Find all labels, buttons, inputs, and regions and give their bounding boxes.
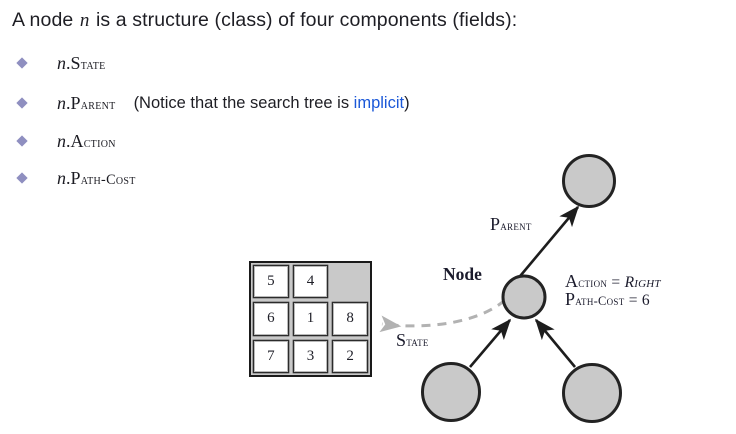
parent-node-circle [562, 154, 616, 208]
note-tail: ) [404, 93, 410, 112]
path-cost-label: Path-Cost = 6 [565, 289, 650, 310]
parent-note: (Notice that the search tree is implicit… [134, 94, 410, 113]
path-cost-value: 6 [641, 292, 650, 309]
title-suffix: is a structure (class) of four component… [90, 9, 518, 31]
field-name-first: P [70, 92, 81, 113]
list-item-action: n.Action [12, 128, 116, 154]
list-item-parent: n.Parent (Notice that the search tree is… [12, 90, 410, 116]
field-name-first: P [70, 167, 81, 188]
field-dot: . [66, 130, 71, 151]
bullet-text-path-cost: n.Path-Cost [57, 168, 136, 189]
puzzle-cell: 5 [251, 263, 291, 300]
edge-right-child-to-node [534, 318, 577, 368]
puzzle-cell: 8 [330, 300, 370, 337]
current-node-circle [501, 274, 547, 320]
action-label: Action = Right [565, 271, 661, 292]
field-owner-var: n [57, 92, 66, 113]
field-dot: . [66, 92, 71, 113]
parent-label: Parent [490, 214, 532, 235]
parent-label-rest: arent [500, 219, 532, 233]
state-label: State [396, 330, 429, 351]
bullet-text-action: n.Action [57, 131, 116, 152]
puzzle-tile: 7 [254, 340, 288, 372]
puzzle-cell: 6 [251, 300, 291, 337]
puzzle-tile: 8 [333, 303, 367, 335]
puzzle-cell-blank [330, 263, 370, 300]
field-owner-var: n [57, 130, 66, 151]
left-child-node-circle [421, 362, 481, 422]
field-dot: . [66, 52, 71, 73]
action-equals: = [607, 274, 625, 291]
puzzle-cell: 4 [291, 263, 331, 300]
note-emphasis-implicit: implicit [353, 93, 405, 112]
edge-node-to-parent [515, 205, 580, 282]
puzzle-cell: 2 [330, 338, 370, 375]
action-label-first: A [565, 271, 579, 291]
action-label-rest: ction [578, 276, 608, 290]
puzzle-tile: 4 [293, 266, 328, 298]
puzzle-cell: 7 [251, 338, 291, 375]
field-name-rest: ath-Cost [80, 171, 136, 188]
puzzle-tile-blank [333, 266, 367, 298]
eight-puzzle-board: 5 4 6 1 8 7 3 2 [249, 261, 372, 377]
puzzle-tile: 5 [254, 266, 288, 298]
puzzle-tile: 6 [254, 303, 288, 335]
note-text: (Notice that the search tree is [133, 93, 354, 112]
title-prefix: A node [12, 9, 79, 31]
state-label-rest: tate [406, 335, 429, 349]
puzzle-cell: 1 [291, 300, 331, 337]
path-cost-label-first: P [565, 289, 576, 309]
title-variable: n [79, 10, 90, 31]
puzzle-tile: 2 [333, 340, 367, 372]
parent-label-first: P [490, 214, 501, 234]
action-value: Right [624, 274, 661, 291]
node-label: Node [443, 264, 482, 284]
field-name-first: A [70, 130, 84, 151]
state-pointer-dashed-arrow [379, 298, 506, 333]
field-name-first: S [70, 52, 81, 73]
field-dot: . [66, 167, 71, 188]
list-item-path-cost: n.Path-Cost [12, 165, 136, 191]
field-name-rest: tate [80, 56, 106, 73]
puzzle-tile: 3 [293, 340, 328, 372]
puzzle-cell: 3 [291, 338, 331, 375]
field-owner-var: n [57, 52, 66, 73]
field-owner-var: n [57, 167, 66, 188]
path-cost-label-rest: ath-Cost [575, 294, 625, 308]
field-name-rest: ction [83, 134, 116, 151]
puzzle-tile: 1 [293, 303, 328, 335]
field-name-rest: arent [80, 96, 116, 113]
page-title: A node n is a structure (class) of four … [12, 8, 517, 33]
edge-left-child-to-node [469, 318, 512, 368]
right-child-node-circle [562, 363, 622, 423]
state-label-first: S [396, 330, 407, 350]
path-cost-equals: = [624, 292, 642, 309]
